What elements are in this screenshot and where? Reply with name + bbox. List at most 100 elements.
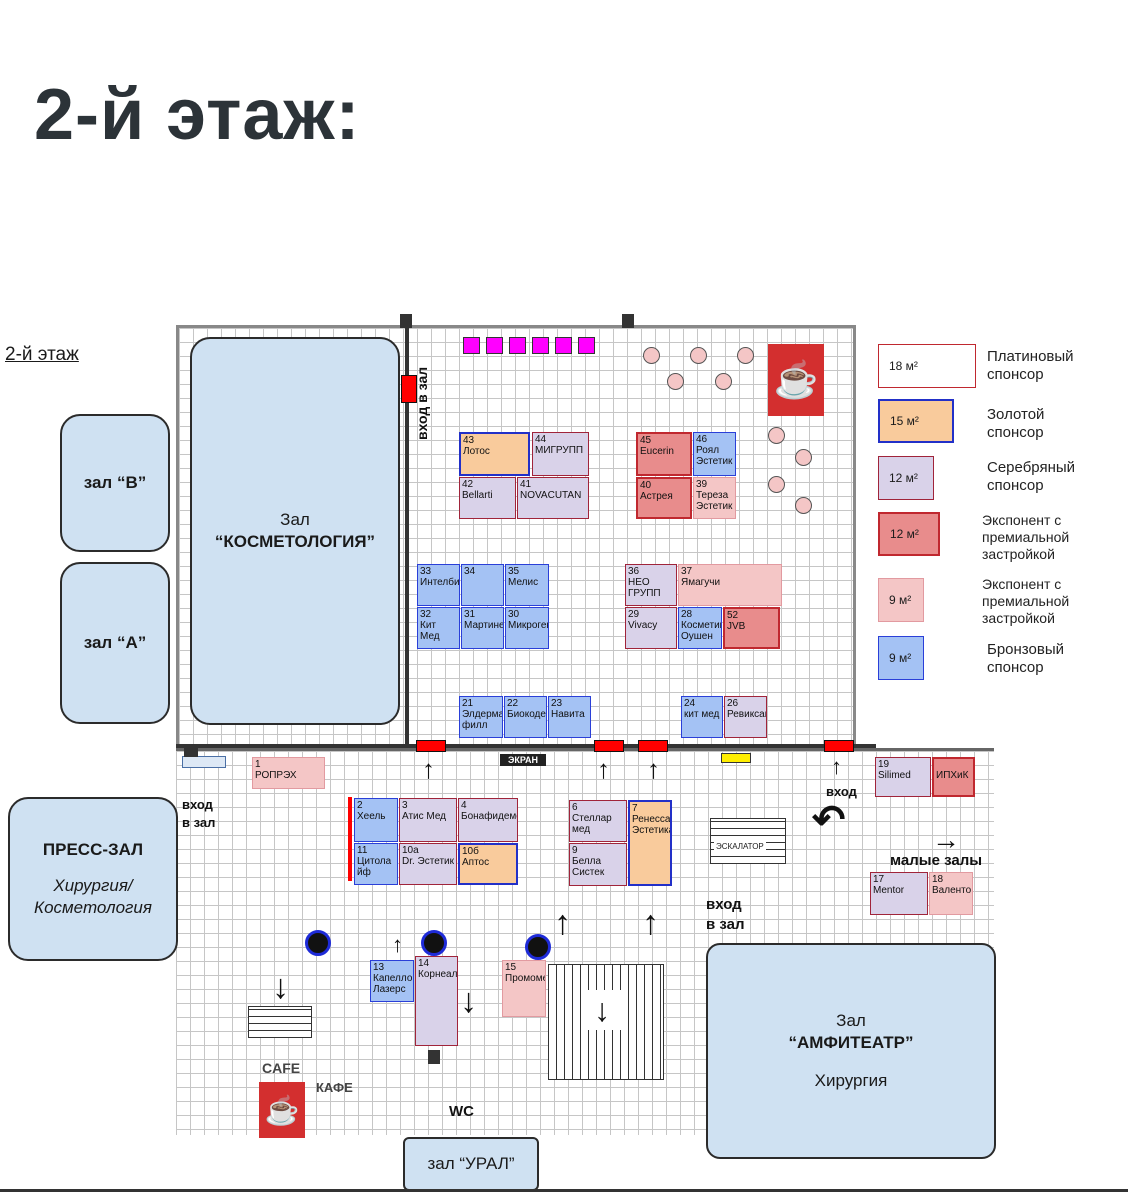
booth-3[interactable]: 3 Атис Мед: [399, 798, 457, 842]
booth-label: 52 JVB: [727, 610, 746, 632]
hall-b-label: зал “В”: [83, 472, 147, 492]
booth-10b[interactable]: 10б Аптос: [458, 843, 518, 885]
booth-10a[interactable]: 10а Dr. Эстетик: [399, 843, 457, 885]
booth-label: 18 Валенто: [932, 874, 972, 896]
booth-31[interactable]: 31 Мартинекс: [461, 607, 504, 649]
arrow-up-icon: ↑: [831, 754, 842, 779]
booth-34[interactable]: 34: [461, 564, 504, 606]
booth-20[interactable]: ИПХиК: [932, 757, 975, 797]
booth-label: 41 NOVACUTAN: [520, 479, 582, 501]
entry-right-label: вход: [826, 784, 857, 799]
booth-label: 1 РОПРЭХ: [255, 759, 297, 781]
hall-amphitheatre[interactable]: Зал “АМФИТЕАТР” Хирургия: [706, 943, 996, 1159]
booth-6[interactable]: 6 Стеллар мед: [569, 800, 627, 842]
arrow-left-icon: [182, 756, 226, 768]
escalator-label: ЭСКАЛАТОР: [714, 842, 766, 851]
small-halls-label: малые залы: [890, 852, 983, 869]
arrow-down-icon: ↓: [460, 982, 477, 1020]
booth-1[interactable]: 1 РОПРЭХ: [252, 757, 325, 789]
booth-33[interactable]: 33 Интелбио: [417, 564, 460, 606]
hall-ural[interactable]: зал “УРАЛ”: [403, 1137, 539, 1191]
booth-36[interactable]: 36 НЕО ГРУПП: [625, 564, 677, 606]
hall-b[interactable]: зал “В”: [60, 414, 170, 552]
entry-bottom-label-2: в зал: [706, 916, 745, 933]
booth-42[interactable]: 42 Bellarti: [459, 477, 516, 519]
booth-label: 26 Ревиксан: [727, 698, 767, 720]
marker-square: [578, 337, 595, 354]
booth-40[interactable]: 40 Астрея: [636, 477, 692, 519]
arrow-up-icon: ↑: [554, 904, 571, 942]
booth-37[interactable]: 37 Ямагучи: [678, 564, 782, 606]
info-point-icon: [525, 934, 551, 960]
booth-21[interactable]: 21 Элдерма филл: [459, 696, 503, 738]
booth-24[interactable]: 24 кит мед: [681, 696, 723, 738]
cafe-table: [643, 347, 660, 364]
hall-amph-line1: Зал: [836, 1010, 866, 1030]
entry-marker: [594, 740, 624, 752]
booth-label: 4 Бонафидемед: [461, 800, 517, 822]
hall-a[interactable]: зал “А”: [60, 562, 170, 724]
booth-41[interactable]: 41 NOVACUTAN: [517, 477, 589, 519]
booth-11[interactable]: 11 Цитола йф: [354, 843, 398, 885]
booth-4[interactable]: 4 Бонафидемед: [458, 798, 518, 842]
booth-23[interactable]: 23 Навита: [548, 696, 591, 738]
booth-label: 10а Dr. Эстетик: [402, 845, 454, 867]
booth-14[interactable]: 14 Корнеаль: [415, 956, 458, 1046]
booth-7[interactable]: 7 Ренессанс Эстетика: [628, 800, 672, 886]
booth-label: 6 Стеллар мед: [572, 802, 612, 835]
cafe-table: [667, 373, 684, 390]
booth-35[interactable]: 35 Мелис: [505, 564, 549, 606]
booth-15[interactable]: 15 Промомед: [502, 960, 546, 1017]
booth-label: 19 Silimed: [878, 759, 911, 781]
legend-box-gold: 15 м²: [878, 399, 954, 443]
booth-46[interactable]: 46 Роял Эстетик: [693, 432, 736, 476]
booth-52[interactable]: 52 JVB: [723, 607, 780, 649]
booth-32[interactable]: 32 Кит Мед: [417, 607, 460, 649]
booth-label: 10б Аптос: [462, 846, 490, 868]
booth-39[interactable]: 39 Тереза Эстетик: [693, 477, 736, 519]
pillar: [400, 314, 412, 328]
booth-label: ИПХиК: [936, 770, 969, 781]
hall-press-title: ПРЕСС-ЗАЛ: [42, 839, 144, 859]
booth-43[interactable]: 43 Лотос: [459, 432, 530, 476]
hall-cosmetology[interactable]: Зал “КОСМЕТОЛОГИЯ”: [190, 337, 400, 725]
booth-28[interactable]: 28 Косметик Оушен: [678, 607, 722, 649]
booth-19[interactable]: 19 Silimed: [875, 757, 931, 797]
cafe-table: [795, 497, 812, 514]
booth-44[interactable]: 44 МИГРУПП: [532, 432, 589, 476]
booth-30[interactable]: 30 Микроген: [505, 607, 549, 649]
marker-square: [463, 337, 480, 354]
arrow-down-icon: ↓: [594, 992, 610, 1028]
legend-label-premium-9: Экспонент с премиальной застройкой: [982, 576, 1070, 626]
marker-square: [555, 337, 572, 354]
booth-17[interactable]: 17 Mentor: [870, 872, 928, 915]
coffee-cup-icon: ☕: [259, 1082, 305, 1138]
booth-29[interactable]: 29 Vivacy: [625, 607, 677, 649]
booth-label: 29 Vivacy: [628, 609, 658, 631]
booth-13[interactable]: 13 Капелло Лазерс: [370, 960, 414, 1002]
booth-label: 17 Mentor: [873, 874, 905, 896]
booth-18[interactable]: 18 Валенто: [929, 872, 973, 915]
booth-9[interactable]: 9 Белла Систек: [569, 843, 627, 886]
booth-label: 21 Элдерма филл: [462, 698, 503, 731]
arrow-up-icon: ↑: [642, 904, 659, 942]
hall-amph-sub: Хирургия: [814, 1071, 888, 1091]
booth-label: 9 Белла Систек: [572, 845, 605, 878]
hall-press[interactable]: ПРЕСС-ЗАЛ Хирургия/ Косметология: [8, 797, 178, 961]
booth-45[interactable]: 45 Eucerin: [636, 432, 692, 476]
booth-26[interactable]: 26 Ревиксан: [724, 696, 767, 738]
arrow-up-icon: ↑: [647, 754, 660, 784]
booth-22[interactable]: 22 Биокодекс: [504, 696, 547, 738]
booth-label: 14 Корнеаль: [418, 958, 458, 980]
booth-label: 3 Атис Мед: [402, 800, 447, 822]
booth-label: 39 Тереза Эстетик: [696, 479, 733, 512]
bottom-rule: [0, 1189, 1128, 1192]
booth-label: 45 Eucerin: [640, 435, 674, 457]
booth-2[interactable]: 2 Хеель: [354, 798, 398, 842]
legend-box-bronze: 9 м²: [878, 636, 924, 680]
left-staircase: [248, 1006, 312, 1038]
booth-label: 28 Косметик Оушен: [681, 609, 722, 642]
cafe-table: [795, 449, 812, 466]
cafe-table: [768, 476, 785, 493]
pillar: [184, 745, 198, 757]
